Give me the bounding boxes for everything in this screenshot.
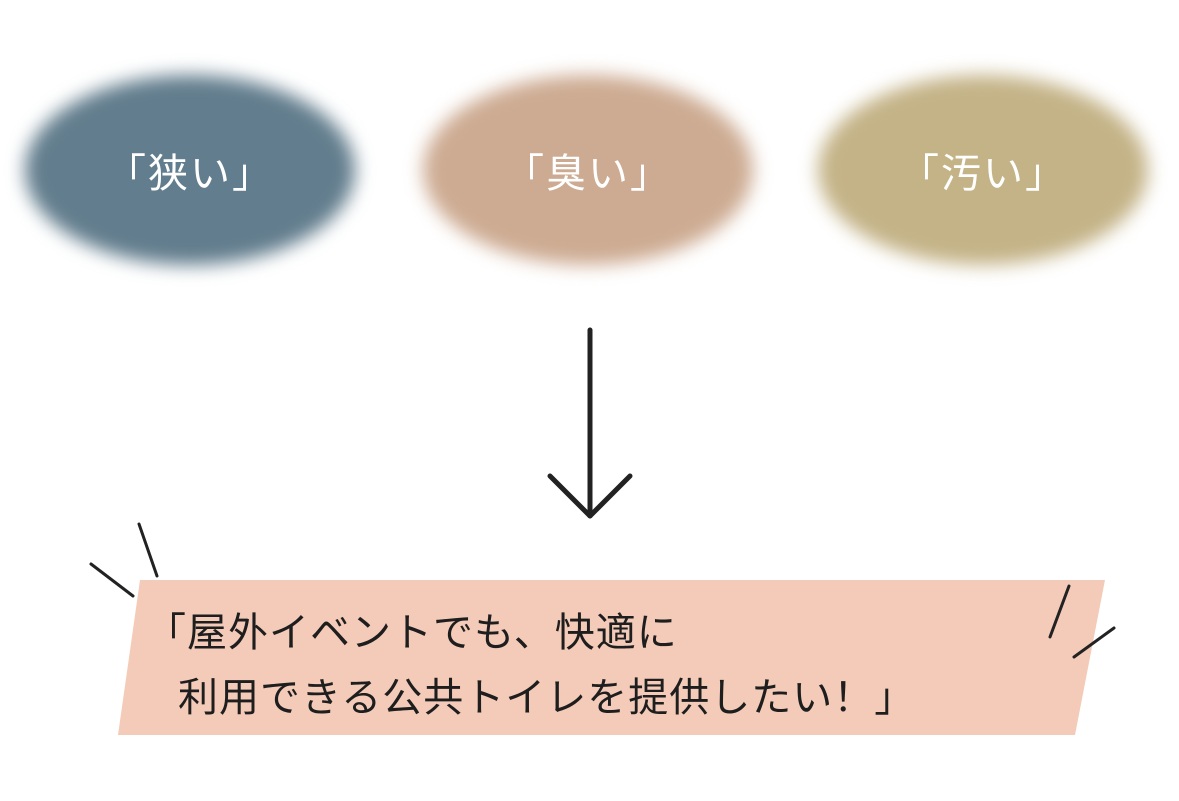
problem-label-narrow: 「狭い」 <box>106 151 274 197</box>
emphasis-marks-icon <box>89 522 1116 659</box>
goal-text-line2: 利用できる公共トイレを提供したい！」 <box>178 675 916 721</box>
problem-blob-smelly <box>423 75 753 265</box>
arrow-down-icon <box>547 327 633 519</box>
problem-blob-dirty <box>818 75 1148 265</box>
goal-banner <box>118 580 1105 735</box>
goal-text-line1: 「屋外イベントでも、快適に <box>146 610 678 656</box>
problem-label-dirty: 「汚い」 <box>899 151 1067 197</box>
problem-label-smelly: 「臭い」 <box>504 151 672 197</box>
problem-blob-narrow <box>25 75 355 265</box>
